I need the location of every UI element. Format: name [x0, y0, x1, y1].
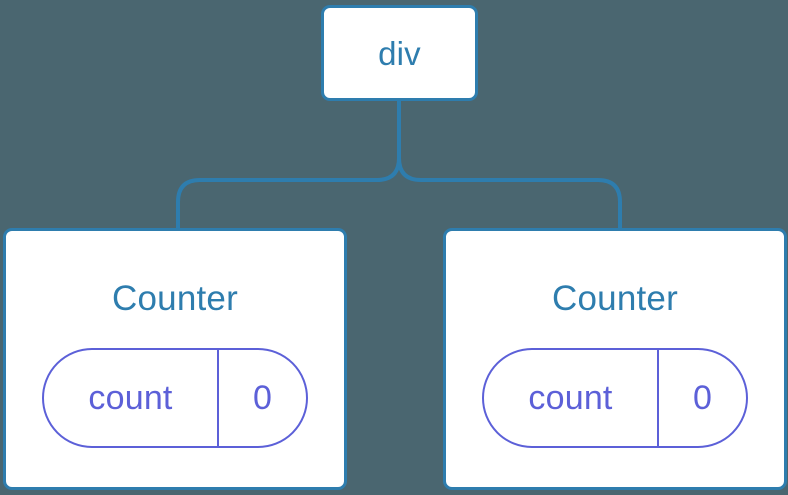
state-key-label: count	[528, 379, 613, 417]
node-component-counter-1[interactable]: Counter count 0	[443, 228, 787, 490]
state-value-cell: 0	[659, 350, 746, 446]
component-title: Counter	[552, 279, 678, 318]
state-value-cell: 0	[219, 350, 306, 446]
node-component-counter-0[interactable]: Counter count 0	[3, 228, 347, 490]
component-title: Counter	[112, 279, 238, 318]
state-value-label: 0	[692, 379, 713, 417]
state-key-cell: count	[44, 350, 219, 446]
node-root-div[interactable]: div	[321, 5, 478, 101]
edge-root-to-child-1	[397, 157, 622, 231]
state-key-label: count	[88, 379, 173, 417]
state-key-cell: count	[484, 350, 659, 446]
state-pill[interactable]: count 0	[482, 348, 748, 448]
state-pill[interactable]: count 0	[42, 348, 308, 448]
edge-root-to-child-0	[176, 157, 401, 231]
state-value-label: 0	[252, 379, 273, 417]
root-node-label: div	[378, 34, 421, 72]
